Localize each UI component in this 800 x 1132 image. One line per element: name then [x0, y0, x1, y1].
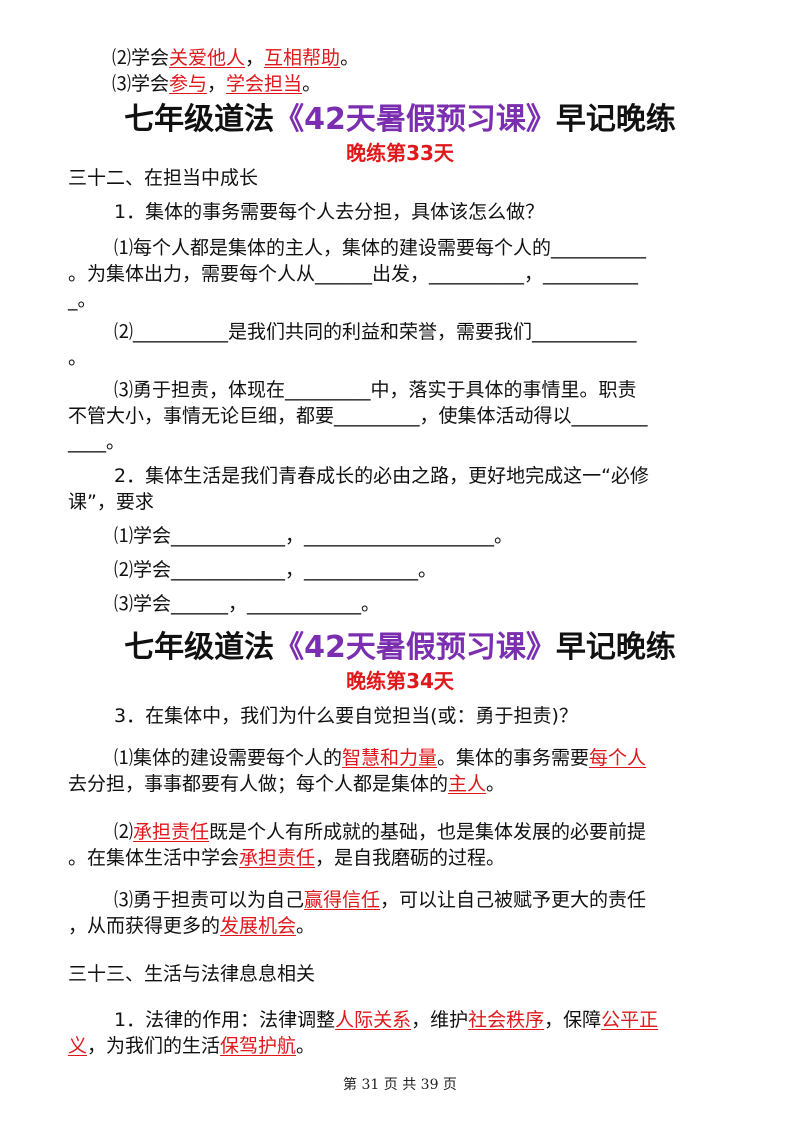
blank-line: ⑴每个人都是集体的主人，集体的建设需要每个人的__________ [114, 237, 647, 259]
answer: 每个人 [589, 747, 647, 769]
blank-line: _。 [68, 289, 97, 311]
answer-paragraph-3: ⑶勇于担责可以为自己赢得信任，可以让自己被赋予更大的责任 [114, 888, 646, 912]
text: 。集体的事务需要 [437, 747, 590, 769]
text: ，为我们的生活 [87, 1035, 221, 1057]
blank-line: ____。 [68, 431, 126, 453]
title-text: 七年级道法 [124, 630, 275, 665]
answer: 发展机会 [220, 915, 297, 937]
answer: 参与 [169, 73, 208, 95]
text: ，维护 [411, 1009, 469, 1031]
blank-line: ⑵__________是我们共同的利益和荣誉，需要我们___________ [114, 321, 637, 343]
blank-line: 。 [68, 347, 88, 369]
text: 。 [340, 47, 360, 69]
text: ⑵ [114, 821, 134, 843]
section-subtitle-34: 晚练第34天 [346, 669, 454, 693]
text: ⑴集体的建设需要每个人的 [114, 747, 343, 769]
text: ⑶勇于担责可以为自己 [114, 889, 305, 911]
text: 。 [302, 73, 322, 95]
blank-line: ⑶学会______，____________。 [114, 593, 381, 615]
chapter-heading: 三十三、生活与法律息息相关 [68, 963, 316, 985]
text: ， [245, 47, 265, 69]
page-number-footer: 第 31 页 共 39 页 [343, 1077, 457, 1093]
answer: 学会担当 [226, 73, 303, 95]
answer: 承担责任 [133, 821, 210, 843]
answer: 公平正 [601, 1009, 659, 1031]
question-2-cont: 课”，要求 [68, 491, 154, 513]
section-title-33: 七年级道法《42天暑假预习课》早记晚练 [0, 100, 800, 140]
title-text: 早记晚练 [555, 102, 676, 137]
blank-line: 不管大小，事情无论巨细，都要_________，使集体活动得以________ [68, 405, 648, 427]
answer: 社会秩序 [468, 1009, 545, 1031]
text: ，是自我磨砺的过程。 [315, 847, 506, 869]
answer: 关爱他人 [169, 47, 246, 69]
text: ⑵学会 [112, 47, 170, 69]
text: ，可以让自己被赋予更大的责任 [380, 889, 647, 911]
answer: 智慧和力量 [342, 747, 438, 769]
answer-paragraph-1: ⑴集体的建设需要每个人的智慧和力量。集体的事务需要每个人 [114, 746, 646, 770]
blank-line: ⑴学会____________，____________________。 [114, 525, 514, 547]
text: 。在集体生活中学会 [68, 847, 240, 869]
answer: 承担责任 [239, 847, 316, 869]
text: ⑶学会 [112, 73, 170, 95]
answer-paragraph-1-cont: 去分担，事事都要有人做；每个人都是集体的主人。 [68, 772, 505, 796]
chapter-heading: 三十二、在担当中成长 [68, 167, 259, 189]
answer-paragraph-2: ⑵承担责任既是个人有所成就的基础，也是集体发展的必要前提 [114, 820, 646, 844]
law-paragraph-cont: 义，为我们的生活保驾护航。 [68, 1034, 315, 1058]
answer-paragraph-3-cont: ，从而获得更多的发展机会。 [68, 914, 315, 938]
answer: 人际关系 [335, 1009, 412, 1031]
text: 既是个人有所成就的基础，也是集体发展的必要前提 [209, 821, 647, 843]
text: ， [207, 73, 227, 95]
blank-line: ⑵学会____________，____________。 [114, 559, 438, 581]
text: ，保障 [544, 1009, 602, 1031]
section-title-34: 七年级道法《42天暑假预习课》早记晚练 [0, 628, 800, 668]
law-paragraph: 1．法律的作用：法律调整人际关系，维护社会秩序，保障公平正 [114, 1008, 658, 1032]
question-1: 1．集体的事务需要每个人去分担，具体该怎么做？ [114, 201, 545, 223]
text: 。 [296, 1035, 316, 1057]
answer-paragraph-2-cont: 。在集体生活中学会承担责任，是自我磨砺的过程。 [68, 846, 505, 870]
title-text: 早记晚练 [555, 630, 676, 665]
answer: 赢得信任 [304, 889, 381, 911]
title-highlight: 《42天暑假预习课》 [274, 102, 556, 137]
text: 。 [486, 773, 506, 795]
blank-line: ⑶勇于担责，体现在_________中，落实于具体的事情里。职责 [114, 379, 637, 401]
title-text: 七年级道法 [124, 102, 275, 137]
text: ，从而获得更多的 [68, 915, 221, 937]
title-highlight: 《42天暑假预习课》 [274, 630, 556, 665]
text: 1．法律的作用：法律调整 [114, 1009, 336, 1031]
text: 。 [296, 915, 316, 937]
text: 去分担，事事都要有人做；每个人都是集体的 [68, 773, 449, 795]
answer: 互相帮助 [264, 47, 341, 69]
section-subtitle-33: 晚练第33天 [346, 141, 454, 165]
answer: 保驾护航 [220, 1035, 297, 1057]
blank-line: 。为集体出力，需要每个人从______出发，__________，_______… [68, 263, 639, 285]
question-3: 3．在集体中，我们为什么要自觉担当(或：勇于担责)？ [114, 705, 578, 727]
answer: 主人 [448, 773, 487, 795]
answer-line-3: ⑶学会参与，学会担当。 [112, 72, 321, 96]
question-2: 2．集体生活是我们青春成长的必由之路，更好地完成这一“必修 [114, 465, 649, 487]
answer: 义 [68, 1035, 88, 1057]
answer-line-2: ⑵学会关爱他人，互相帮助。 [112, 46, 359, 70]
